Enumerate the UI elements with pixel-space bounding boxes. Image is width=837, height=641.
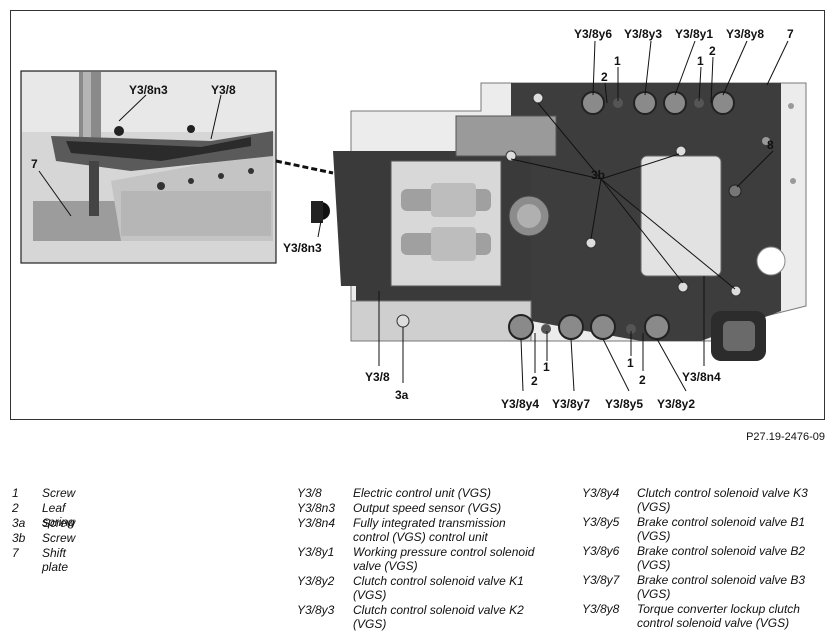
callout-bottom-1b: 1	[627, 356, 634, 370]
callout-bottom-2b: 2	[639, 373, 646, 387]
legend-desc-cont: (VGS)	[353, 588, 387, 602]
callout-top-1a: 1	[614, 54, 621, 68]
callout-top-1b: 1	[697, 54, 704, 68]
legend-desc: Working pressure control solenoid	[353, 545, 535, 559]
legend-desc: Fully integrated transmission	[353, 516, 506, 530]
inset-photo	[20, 70, 277, 264]
callout-bottom-1a: 1	[543, 360, 550, 374]
legend-code: Y3/8y8	[582, 602, 620, 616]
legend-row: Y3/8y6 Brake control solenoid valve B2 (…	[582, 544, 832, 573]
legend-code: Y3/8y3	[297, 603, 335, 617]
legend-row: Y3/8y5 Brake control solenoid valve B1 (…	[582, 515, 832, 544]
legend-desc-cont: (VGS)	[637, 500, 671, 514]
inset-leader-line	[275, 159, 334, 175]
legend-desc: Clutch control solenoid valve K2	[353, 603, 524, 617]
legend-code: Y3/8n3	[297, 501, 336, 515]
legend-row: Y3/8 Electric control unit (VGS)	[297, 486, 567, 501]
callout-y3-8y3: Y3/8y3	[624, 27, 662, 41]
diagram-frame: Y3/8n3 Y3/8 7 Y3/8n3 Y3/8y6 Y3/8y3 Y3/8y…	[10, 10, 825, 420]
callout-sensor-y3-8n3: Y3/8n3	[283, 241, 322, 255]
callout-inset-7: 7	[31, 157, 38, 171]
callout-y3-8y5: Y3/8y5	[605, 397, 643, 411]
legend-row: Y3/8n3 Output speed sensor (VGS)	[297, 501, 567, 516]
legend-desc: Torque converter lockup clutch	[637, 602, 800, 616]
callout-y3-8y6: Y3/8y6	[574, 27, 612, 41]
callout-y3-8y8: Y3/8y8	[726, 27, 764, 41]
legend-desc: Screw	[42, 531, 76, 545]
legend-desc: Clutch control solenoid valve K3	[637, 486, 808, 500]
leader-lines	[38, 40, 789, 392]
valve-body	[333, 82, 807, 361]
callout-right-8: 8	[767, 138, 774, 152]
legend-row: Y3/8n4 Fully integrated transmission con…	[297, 516, 567, 545]
legend-desc: Electric control unit (VGS)	[353, 486, 492, 500]
legend-code: Y3/8	[297, 486, 322, 500]
legend-code: 1	[12, 486, 19, 500]
callout-top-7: 7	[787, 27, 794, 41]
screw-8	[728, 184, 742, 198]
legend-desc-cont: (VGS)	[353, 617, 387, 631]
legend-code: Y3/8y4	[582, 486, 620, 500]
legend-desc-cont: control solenoid valve (VGS)	[637, 616, 790, 630]
valve-body-diagram: Y3/8n3 Y3/8 7 Y3/8n3 Y3/8y6 Y3/8y3 Y3/8y…	[20, 27, 807, 411]
legend-desc: Brake control solenoid valve B3	[637, 573, 806, 587]
callout-3a: 3a	[395, 388, 409, 402]
callout-inset-y3-8n3: Y3/8n3	[129, 83, 168, 97]
legend-row: Y3/8y2 Clutch control solenoid valve K1 …	[297, 574, 567, 603]
legend-desc-cont: (VGS)	[637, 587, 671, 601]
legend-desc-cont: control (VGS) control unit	[353, 530, 488, 544]
legend-code: Y3/8y7	[582, 573, 620, 587]
legend-desc: Screw	[42, 486, 76, 500]
legend-column-2: Y3/8 Electric control unit (VGS) Y3/8n3 …	[297, 486, 567, 632]
legend-code: 7	[12, 546, 19, 560]
legend-desc: Clutch control solenoid valve K1	[353, 574, 524, 588]
callout-y3-8y2: Y3/8y2	[657, 397, 695, 411]
legend-code: 2	[12, 501, 19, 515]
callout-y3-8y7: Y3/8y7	[552, 397, 590, 411]
figure-number: P27.19-2476-09	[746, 431, 825, 443]
legend-row: Y3/8y3 Clutch control solenoid valve K2 …	[297, 603, 567, 632]
callout-top-2a: 2	[601, 70, 608, 84]
callout-3b: 3b	[591, 168, 605, 182]
legend-row: Y3/8y4 Clutch control solenoid valve K3 …	[582, 486, 832, 515]
legend-code: Y3/8y1	[297, 545, 335, 559]
callout-bottom-2a: 2	[531, 374, 538, 388]
legend-row: Y3/8y1 Working pressure control solenoid…	[297, 545, 567, 574]
legend-row: Y3/8y7 Brake control solenoid valve B3 (…	[582, 573, 832, 602]
sensor-body	[311, 201, 323, 223]
legend-code: 3b	[12, 531, 26, 545]
legend-desc: Shift plate	[42, 546, 69, 574]
legend-desc-cont: valve (VGS)	[353, 559, 418, 573]
legend-row: Y3/8y8 Torque converter lockup clutch co…	[582, 602, 832, 631]
callout-inset-y3-8: Y3/8	[211, 83, 236, 97]
legend-code: 3a	[12, 516, 26, 530]
legend-code: Y3/8y2	[297, 574, 335, 588]
legend-desc: Leaf spring	[42, 501, 75, 529]
legend-code: Y3/8n4	[297, 516, 336, 530]
callout-y3-8y1: Y3/8y1	[675, 27, 713, 41]
legend-desc: Brake control solenoid valve B1	[637, 515, 806, 529]
legend-desc: Brake control solenoid valve B2	[637, 544, 806, 558]
top-solenoids	[581, 91, 735, 115]
callout-y3-8: Y3/8	[365, 370, 390, 384]
callout-top-2b: 2	[709, 44, 716, 58]
legend-desc: Output speed sensor (VGS)	[353, 501, 502, 515]
legend-desc: Screw	[42, 516, 76, 530]
legend-column-3: Y3/8y4 Clutch control solenoid valve K3 …	[582, 486, 832, 631]
legend-code: Y3/8y5	[582, 515, 620, 529]
callout-labels: Y3/8n3 Y3/8 7 Y3/8n3 Y3/8y6 Y3/8y3 Y3/8y…	[31, 27, 794, 411]
legend-desc-cont: (VGS)	[637, 558, 671, 572]
legend-code: Y3/8y6	[582, 544, 620, 558]
callout-y3-8n4: Y3/8n4	[682, 370, 721, 384]
screws-3b	[505, 92, 742, 297]
callout-y3-8y4: Y3/8y4	[501, 397, 539, 411]
screw-3a	[396, 314, 410, 328]
legend-desc-cont: (VGS)	[637, 529, 671, 543]
